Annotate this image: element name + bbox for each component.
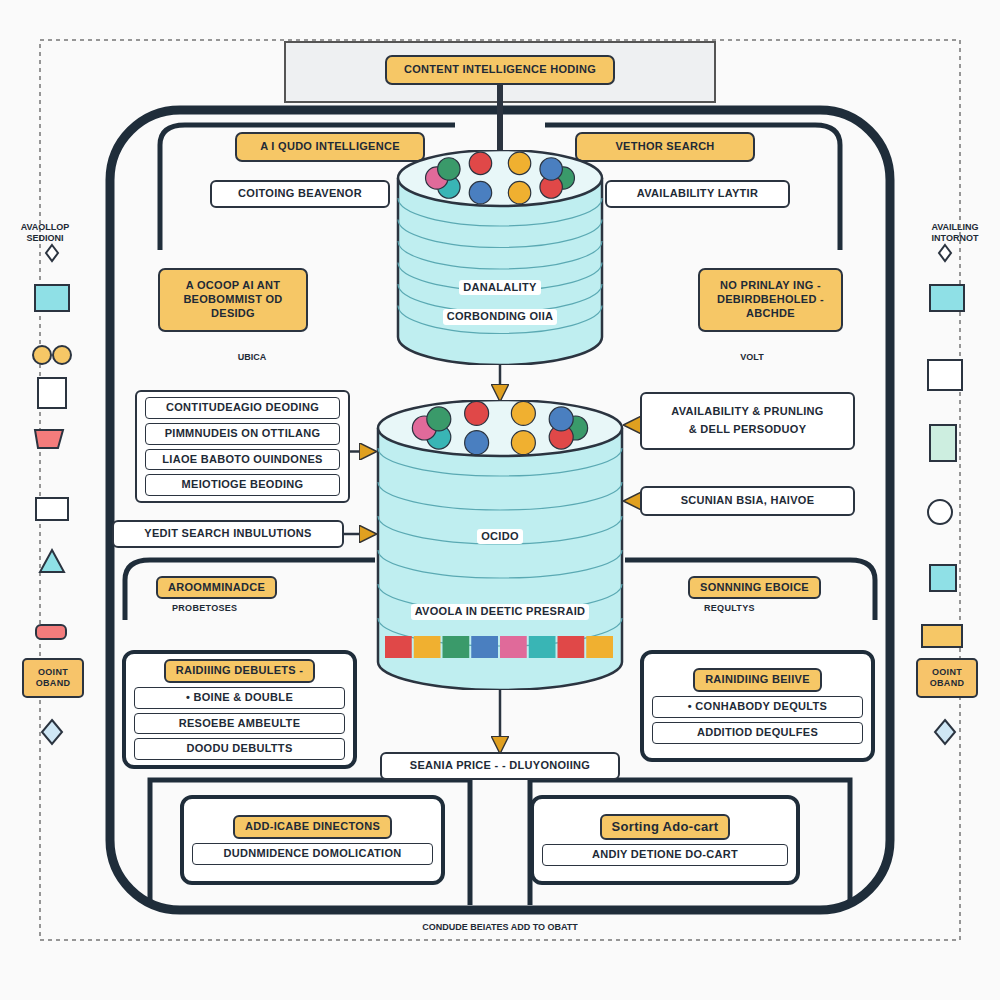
cylinder-shape <box>375 400 625 690</box>
node-text: AVAILABILITY & PRUNLING <box>671 405 823 419</box>
connector-arrow <box>625 500 640 503</box>
note-label: UBICA <box>222 352 282 363</box>
connector-arrow <box>625 424 640 427</box>
panel-box: RAIDIIING DEBULETS - • BOINE & DOUBLE RESO… <box>122 650 357 769</box>
cylinder-shape <box>395 150 605 365</box>
data-cylinder: DANALALITY CORBONDING OIIA <box>395 150 605 365</box>
node-text: AVAILABILITY LAYTIR <box>637 187 758 201</box>
node-text: VETHOR SEARCH <box>615 140 714 154</box>
node-text: A OCOOP AI ANT BEOBOMMIST OD DESIDG <box>168 279 298 320</box>
node-text: AVOOLA IN DEETIC PRESRAID <box>411 604 590 620</box>
node-text: PROBETOSES <box>172 603 237 614</box>
node-text: ANDIY DETIONE DO-CART <box>542 844 788 866</box>
process-box: NO PRINLAY ING - DEBIRDBEHOLED - ABCHDE <box>698 268 843 332</box>
dashed-guides <box>40 40 960 940</box>
node-text: LIAOE BABOTO OUINDONES <box>145 449 340 471</box>
note-label: CONDUDE BEIATES ADD TO OBATT <box>410 922 590 933</box>
process-box: SEANIA PRICE - - DLUYONOIING <box>380 752 620 780</box>
node-text: CORBONDING OIIA <box>443 309 558 325</box>
tag-box: A I QUDO INTELLIGENCE <box>235 132 425 162</box>
section-box: SONNNING EBOICE REQULTYS <box>680 570 855 620</box>
node-text: YEDIT SEARCH INBULUTIONS <box>144 527 311 541</box>
connector-arrow <box>499 365 502 400</box>
node-text: OCIDO <box>477 529 523 545</box>
node-text: COITOING BEAVENOR <box>238 187 362 201</box>
node-title: CONTENT INTELLIGENCE HODING <box>385 55 615 85</box>
note-label: AVAOLLOP SEDIONI <box>2 222 88 244</box>
node-text: PIMMNUDEIS ON OTTILANG <box>145 423 340 445</box>
node-text: ADDITIOD DEQULFES <box>652 722 863 744</box>
callout-box: OOINT OBAND <box>22 658 84 698</box>
node-text: MEIOTIOGE BEODING <box>145 474 340 496</box>
heading-chip: RAIDIIING DEBULETS - <box>164 659 316 683</box>
node-text: REQULTYS <box>704 603 755 614</box>
note-label: AVAILLING INTORNOT <box>912 222 998 244</box>
data-cylinder: OCIDO AVOOLA IN DEETIC PRESRAID <box>375 400 625 690</box>
node-text: DANALALITY <box>459 280 540 296</box>
heading-chip: ADD-ICABE DINECTONS <box>233 815 392 839</box>
node-text: SEANIA PRICE - - DLUYONOIING <box>410 759 590 773</box>
heading-chip: RAINIDIING BEIIVE <box>693 668 822 692</box>
outer-frame <box>110 110 890 910</box>
node-text: • BOINE & DOUBLE <box>134 687 345 709</box>
inner-tracks <box>125 125 875 905</box>
node-text: RESOEBE AMBEULTE <box>134 713 345 735</box>
process-box: AVAILABILITY LAYTIR <box>605 180 790 208</box>
connector-arrow <box>350 450 375 453</box>
tag-box: VETHOR SEARCH <box>575 132 755 162</box>
node-text: & DELL PERSODUOY <box>689 423 807 437</box>
node-text: NO PRINLAY ING - DEBIRDBEHOLED - ABCHDE <box>708 279 833 320</box>
callout-box: OOINT OBAND <box>916 658 978 698</box>
panel-box: Sorting Ado-cartANDIY DETIONE DO-CART <box>530 795 800 885</box>
connector-arrow <box>499 690 502 752</box>
panel-box: ADD-ICABE DINECTONS DUDNMIDENCE DOMOLICAT… <box>180 795 445 885</box>
node-text: • CONHABODY DEQULTS <box>652 696 863 718</box>
heading-chip: SONNNING EBOICE <box>688 576 821 600</box>
node-text: DOODU DEBULTTS <box>134 738 345 760</box>
panel-box: RAINIDIING BEIIVE • CONHABODY DEQULTS ADDI… <box>640 650 875 762</box>
section-box: AROOMMINADCE PROBETOSES <box>148 570 308 620</box>
connector-arrow <box>497 85 503 150</box>
process-box: A OCOOP AI ANT BEOBOMMIST OD DESIDG <box>158 268 308 332</box>
heading-chip: AROOMMINADCE <box>156 576 277 600</box>
process-box: AVAILABILITY & PRUNLING & DELL PERSODUOY <box>640 392 855 450</box>
node-text: DUDNMIDENCE DOMOLICATION <box>192 843 433 865</box>
node-text: CONTENT INTELLIGENCE HODING <box>404 63 596 77</box>
node-text: OOINT OBAND <box>32 667 74 690</box>
note-label: VOLT <box>722 352 782 363</box>
node-text: SCUNIAN BSIA, HAIVOE <box>681 494 815 508</box>
process-box: SCUNIAN BSIA, HAIVOE <box>640 486 855 516</box>
node-text: CONTITUDEAGIO DEODING <box>145 397 340 419</box>
heading-chip: Sorting Ado-cart <box>600 814 731 840</box>
node-text: A I QUDO INTELLIGENCE <box>260 140 400 154</box>
connector-arrow <box>344 533 375 536</box>
process-box: YEDIT SEARCH INBULUTIONS <box>112 520 344 548</box>
node-text: OOINT OBAND <box>926 667 968 690</box>
process-box: COITOING BEAVENOR <box>210 180 390 208</box>
process-box: CONTITUDEAGIO DEODING PIMMNUDEIS ON OTTIL… <box>135 390 350 503</box>
